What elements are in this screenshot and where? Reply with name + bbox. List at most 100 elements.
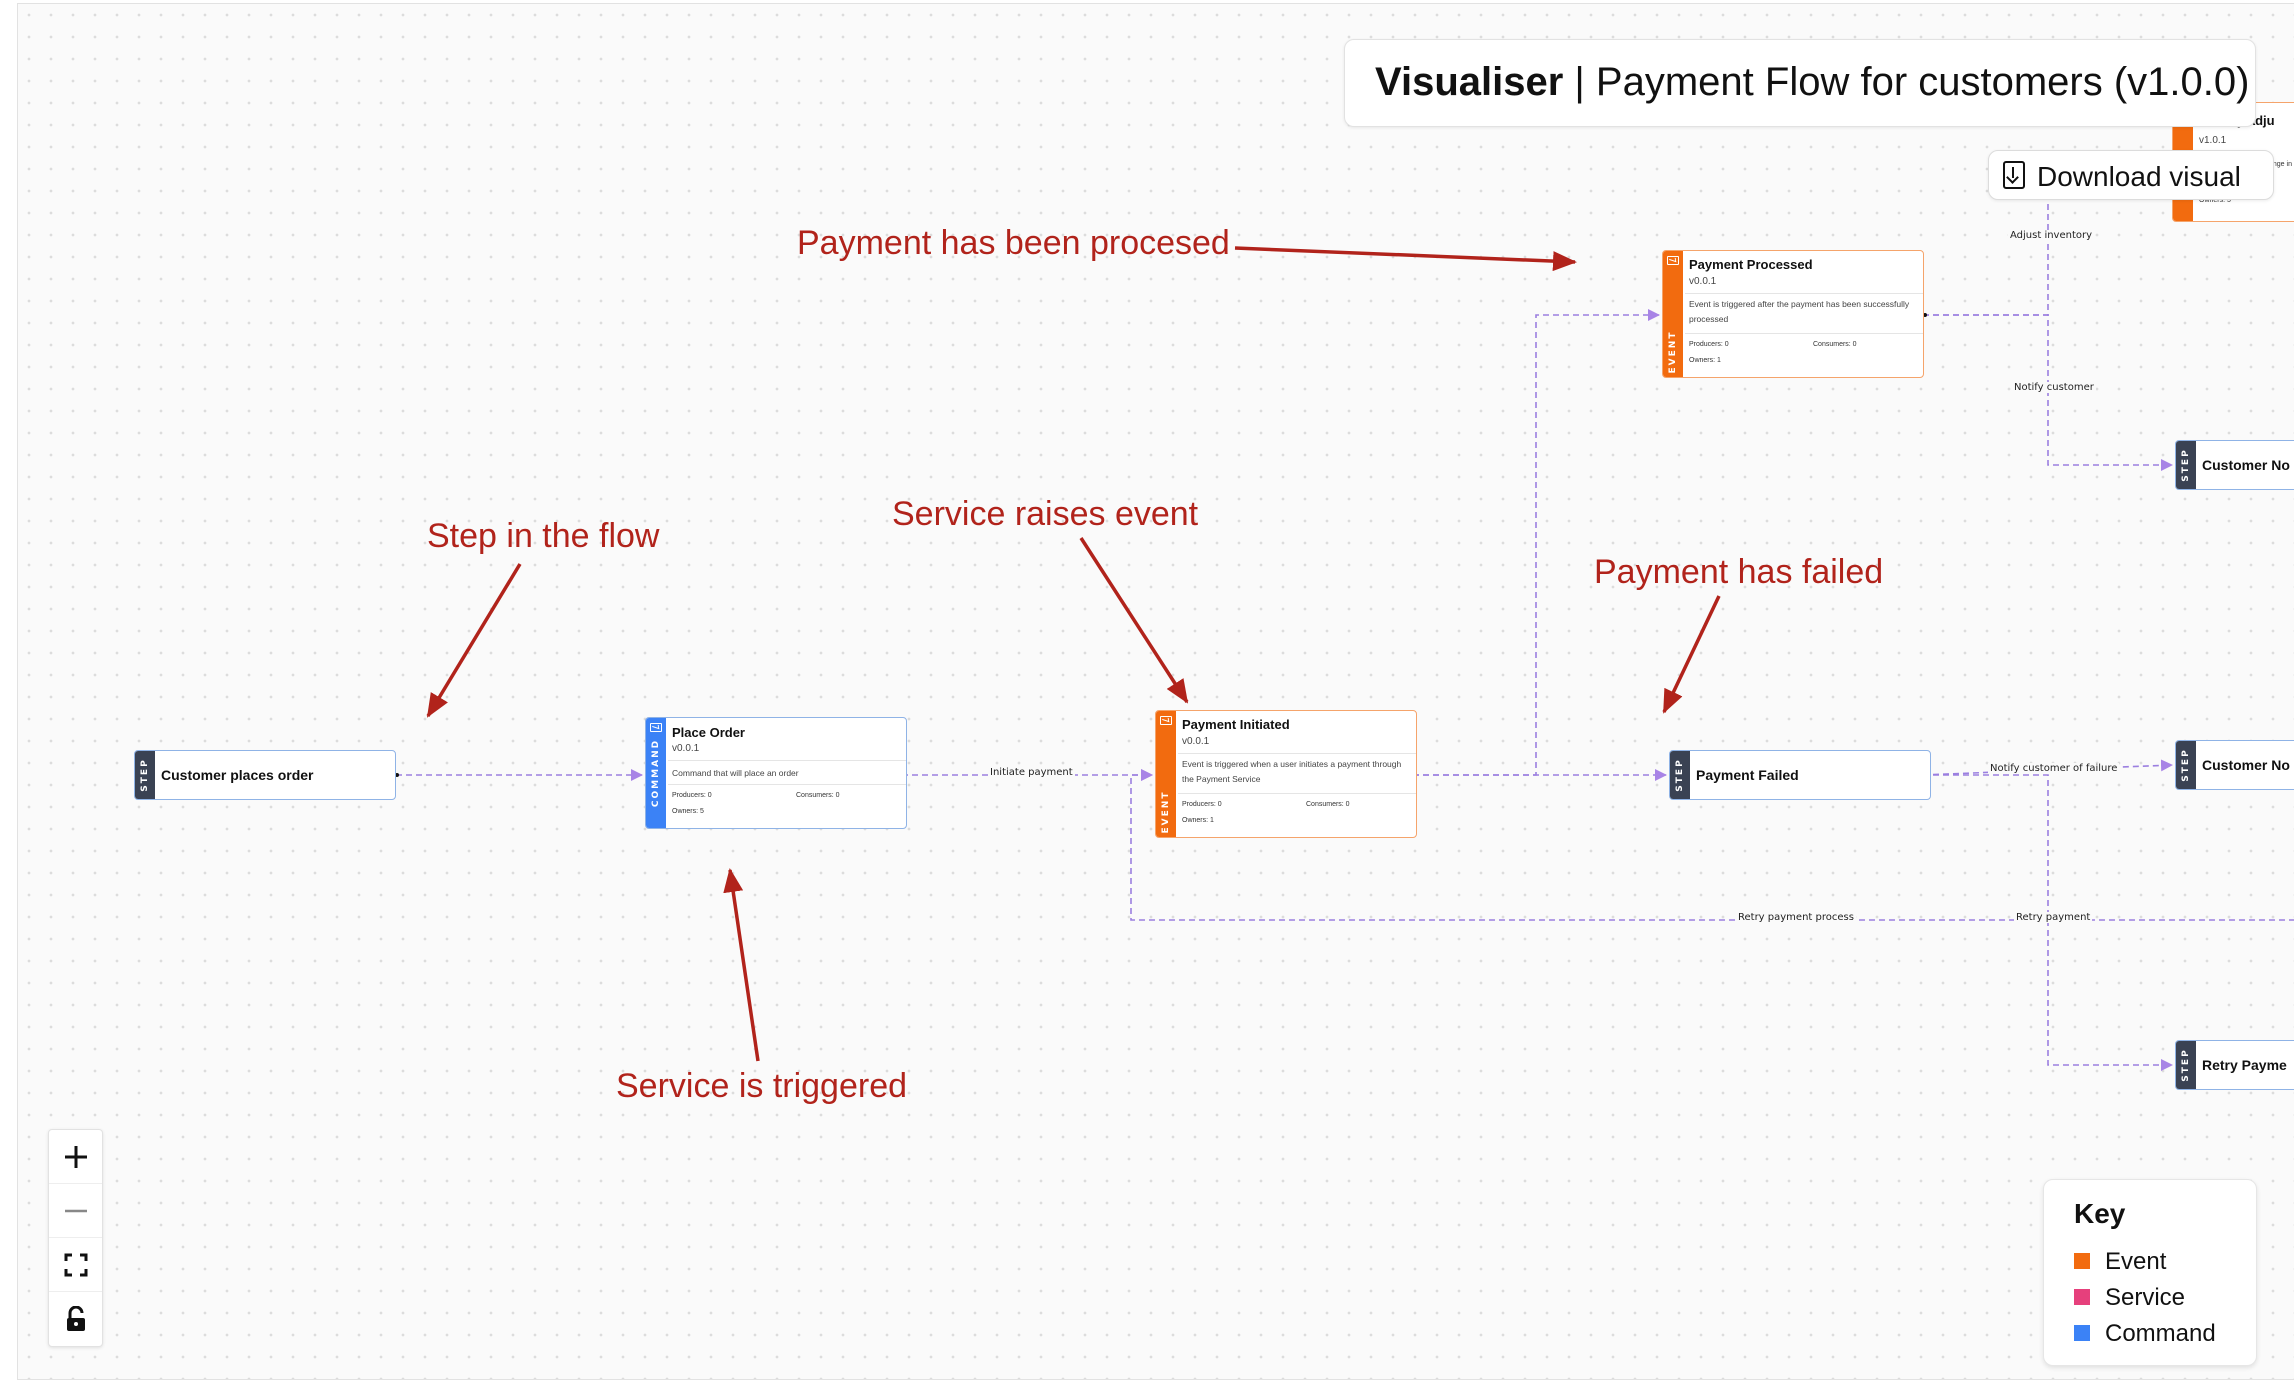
node-title: Customer places order [161, 767, 314, 783]
page-title: Visualiser | Payment Flow for customers … [1375, 60, 2249, 105]
node-producers: Producers: 0 [1182, 801, 1222, 808]
legend-label: Event [2105, 1248, 2167, 1275]
node-consumers: Consumers: 0 [796, 792, 840, 799]
annotation-arrow-triggered [723, 868, 760, 1062]
node-owners: Owners: 1 [1182, 817, 1214, 824]
fit-view-button[interactable] [49, 1238, 102, 1292]
annotation-arrow-event [1079, 537, 1189, 704]
step-customer-places-order[interactable]: STEP Customer places order [134, 750, 396, 800]
node-owners: Owners: 1 [1689, 357, 1721, 364]
step-retry-payment[interactable]: STEP Retry Payme [2175, 1040, 2294, 1090]
fit-view-icon [64, 1253, 87, 1276]
step-customer-notified-failure[interactable]: STEP Customer No [2175, 740, 2294, 790]
step-side-bar: STEP [2176, 1041, 2196, 1089]
node-type-label: STEP [2181, 448, 2191, 482]
edge-label-initiate-payment: Initiate payment [988, 767, 1075, 778]
event-side-bar: EVENT [1156, 711, 1176, 837]
handle-dot [1923, 313, 1927, 317]
download-label: Download visual [2037, 161, 2241, 192]
step-side-bar: STEP [2176, 441, 2196, 489]
node-consumers: Consumers: 0 [1306, 801, 1350, 808]
event-swatch [2074, 1252, 2090, 1269]
download-file-icon [2003, 161, 2025, 189]
node-title: Retry Payme [2202, 1057, 2287, 1073]
node-producers: Producers: 0 [1689, 341, 1729, 348]
step-side-bar: STEP [2176, 741, 2196, 789]
command-side-bar: COMMAND [646, 718, 666, 828]
step-side-bar: STEP [1670, 751, 1690, 799]
annotation-arrow-failed [1662, 595, 1721, 714]
edge-to-payment-processed [1413, 309, 1660, 776]
message-icon [1160, 716, 1172, 725]
node-type-label: STEP [140, 758, 150, 792]
node-title: Place Order [672, 725, 745, 740]
annotation-service-triggered: Service is triggered [616, 1067, 908, 1105]
handle-dot [395, 773, 399, 777]
node-version: v1.0.1 [2199, 135, 2227, 146]
node-version: v0.0.1 [672, 743, 700, 754]
legend-label: Command [2105, 1320, 2216, 1347]
annotation-arrow-step [426, 563, 522, 718]
zoom-out-button[interactable] [49, 1184, 102, 1238]
edge-label-retry-payment: Retry payment [2014, 912, 2093, 923]
edge-label-notify-failure: Notify customer of failure [1988, 763, 2120, 774]
title-separator: | [1574, 60, 1585, 104]
legend-label: Service [2105, 1284, 2186, 1311]
node-title: Customer No [2202, 457, 2290, 473]
lock-icon [66, 1305, 85, 1331]
brand-name: Visualiser [1375, 60, 1564, 104]
divider [668, 784, 906, 785]
event-payment-processed[interactable]: EVENT Payment Processed v0.0.1 Event is … [1662, 250, 1924, 378]
annotation-payment-failed: Payment has failed [1594, 553, 1884, 591]
node-description: Command that will place an order [672, 768, 799, 778]
node-version: v0.0.1 [1689, 276, 1717, 287]
legend-item-event: Event [2074, 1248, 2166, 1276]
command-place-order[interactable]: COMMAND Place Order v0.0.1 Command that … [645, 717, 907, 829]
plus-icon [64, 1145, 87, 1168]
node-description: Event is triggered after the payment has… [1689, 299, 1910, 324]
lock-button[interactable] [49, 1292, 102, 1345]
node-type-label: STEP [2181, 748, 2191, 782]
annotation-service-raises-event: Service raises event [892, 495, 1199, 533]
minus-icon [64, 1209, 87, 1212]
flow-title: Payment Flow for customers (v1.0.0) [1595, 60, 2250, 104]
flow-canvas[interactable]: STEP Customer places order COMMAND Place… [17, 3, 2294, 1380]
annotation-step-in-flow: Step in the flow [427, 517, 660, 555]
node-version: v0.0.1 [1182, 736, 1210, 747]
event-payment-initiated[interactable]: EVENT Payment Initiated v0.0.1 Event is … [1155, 710, 1417, 838]
step-side-bar: STEP [135, 751, 155, 799]
node-title: Payment Initiated [1182, 717, 1290, 732]
node-type-label: STEP [1675, 758, 1685, 792]
service-swatch [2074, 1288, 2090, 1305]
legend-key: Key Event Service Command [2043, 1179, 2257, 1366]
node-type-label: COMMAND [651, 738, 661, 808]
edges-layer [395, 158, 2294, 1071]
step-payment-failed[interactable]: STEP Payment Failed [1669, 750, 1931, 800]
edge-label-retry-process: Retry payment process [1736, 912, 1856, 923]
command-swatch [2074, 1324, 2090, 1341]
legend-item-service: Service [2074, 1284, 2185, 1312]
download-visual-button[interactable]: Download visual [1988, 150, 2274, 200]
annotation-payment-processed: Payment has been procesed [797, 224, 1230, 262]
step-customer-notified[interactable]: STEP Customer No [2175, 440, 2294, 490]
node-title: Payment Processed [1689, 257, 1813, 272]
annotation-arrow-processed [1234, 246, 1577, 272]
edge-label-adjust-inventory: Adjust inventory [2008, 230, 2095, 241]
zoom-in-button[interactable] [49, 1130, 102, 1184]
divider [1685, 333, 1923, 334]
node-description: Event is triggered when a user initiates… [1182, 759, 1402, 784]
node-type-label: EVENT [1668, 330, 1678, 374]
legend-title: Key [2074, 1198, 2126, 1229]
edge-label-notify-customer: Notify customer [2012, 382, 2096, 393]
divider [1685, 293, 1923, 294]
node-producers: Producers: 0 [672, 792, 712, 799]
node-owners: Owners: 5 [672, 808, 704, 815]
node-consumers: Consumers: 0 [1813, 341, 1857, 348]
zoom-controls [48, 1129, 103, 1347]
node-type-label: STEP [2181, 1048, 2191, 1082]
message-icon [1667, 256, 1679, 265]
divider [668, 760, 906, 761]
message-icon [650, 723, 662, 732]
legend-item-command: Command [2074, 1320, 2216, 1348]
edge-retry-payment-process [1130, 769, 2294, 921]
